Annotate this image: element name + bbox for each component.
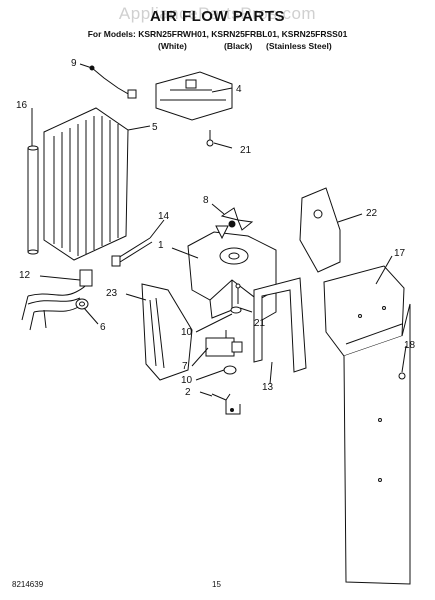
variant-stainless: (Stainless Steel) xyxy=(266,41,332,51)
models-line: For Models: KSRN25FRWH01, KSRN25FRBL01, … xyxy=(87,29,348,39)
callout-12: 12 xyxy=(19,270,31,281)
callout-17: 17 xyxy=(394,248,406,259)
callout-7: 7 xyxy=(182,361,188,372)
part-wire-harness-small xyxy=(89,65,137,99)
document-number: 8214639 xyxy=(12,580,44,589)
part-fan-housing xyxy=(187,231,277,321)
part-screw-top xyxy=(206,130,214,147)
callout-21-top: 21 xyxy=(240,145,252,156)
callout-10-upper: 10 xyxy=(181,327,193,338)
leader-lines xyxy=(31,63,407,397)
part-baffle xyxy=(299,187,341,273)
part-tube xyxy=(27,145,39,255)
callout-22: 22 xyxy=(366,208,378,219)
part-heater xyxy=(111,237,153,267)
page-title: AIR FLOW PARTS xyxy=(149,8,286,25)
callout-14: 14 xyxy=(158,211,170,222)
callout-10-lower: 10 xyxy=(181,375,193,386)
watermark: AppliancePartsPros.com xyxy=(118,4,317,23)
callout-9: 9 xyxy=(71,58,77,69)
variant-white: (White) xyxy=(158,41,187,51)
part-fan-blade xyxy=(215,207,254,240)
callout-18: 18 xyxy=(404,340,416,351)
part-screw-side xyxy=(398,372,406,380)
part-wire-harness-large xyxy=(21,269,93,331)
callout-labels: 9 4 16 5 21 8 14 22 1 17 12 23 6 21 10 1… xyxy=(16,58,416,398)
variant-black: (Black) xyxy=(224,41,253,51)
callout-13: 13 xyxy=(262,382,274,393)
part-grille xyxy=(43,107,129,261)
page-number: 15 xyxy=(212,580,221,589)
callout-4: 4 xyxy=(236,84,242,95)
callout-6: 6 xyxy=(100,322,106,333)
callout-16: 16 xyxy=(16,100,28,111)
callout-23: 23 xyxy=(106,288,118,299)
part-cover xyxy=(155,71,233,121)
callout-8: 8 xyxy=(203,195,209,206)
callout-2: 2 xyxy=(185,387,191,398)
callout-5: 5 xyxy=(152,122,158,133)
callout-21-mid: 21 xyxy=(254,318,266,329)
part-grommet xyxy=(75,298,89,310)
part-motor-stack xyxy=(205,283,243,375)
part-bracket xyxy=(211,393,241,415)
callout-1: 1 xyxy=(158,240,164,251)
part-rear-panel xyxy=(323,265,411,585)
part-u-channel xyxy=(253,277,307,373)
part-side-duct xyxy=(141,283,193,381)
